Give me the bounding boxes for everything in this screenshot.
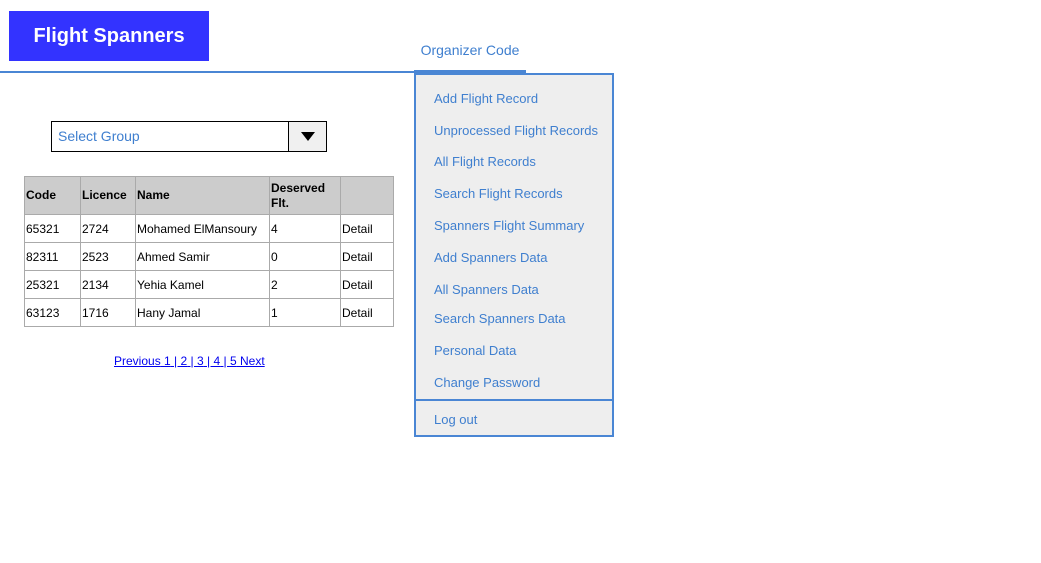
- table-row: 82311 2523 Ahmed Samir 0 Detail: [24, 242, 394, 271]
- cell-deserved-flt: 4: [269, 214, 341, 243]
- pagination-page-link[interactable]: 5: [229, 354, 237, 368]
- pagination-page-link[interactable]: 2: [180, 354, 188, 368]
- cell-code: 65321: [24, 214, 81, 243]
- spanners-table: Code Licence Name Deserved Flt. 65321 27…: [24, 176, 394, 327]
- cell-code: 63123: [24, 298, 81, 327]
- chevron-down-icon: [301, 132, 315, 141]
- menu-item-search-flight-records[interactable]: Search Flight Records: [434, 186, 563, 201]
- pagination-previous-link[interactable]: Previous: [114, 354, 161, 368]
- cell-name: Ahmed Samir: [135, 242, 270, 271]
- column-header-deserved-flt: Deserved Flt.: [269, 176, 341, 215]
- pagination-next-link[interactable]: Next: [240, 354, 265, 368]
- menu-item-add-spanners-data[interactable]: Add Spanners Data: [434, 250, 548, 265]
- pagination-page-link[interactable]: 1: [164, 354, 171, 368]
- menu-item-all-flight-records[interactable]: All Flight Records: [434, 154, 536, 169]
- cell-licence: 2134: [80, 270, 136, 299]
- cell-code: 25321: [24, 270, 81, 299]
- organizer-menu: Add Flight Record Unprocessed Flight Rec…: [414, 73, 614, 437]
- detail-link[interactable]: Detail: [340, 242, 394, 271]
- cell-name: Hany Jamal: [135, 298, 270, 327]
- app-logo[interactable]: Flight Spanners: [9, 11, 209, 61]
- menu-divider: [416, 399, 612, 401]
- cell-name: Mohamed ElMansoury: [135, 214, 270, 243]
- cell-deserved-flt: 2: [269, 270, 341, 299]
- cell-licence: 2724: [80, 214, 136, 243]
- group-select[interactable]: Select Group: [51, 121, 327, 152]
- group-select-button[interactable]: [288, 122, 326, 151]
- cell-licence: 1716: [80, 298, 136, 327]
- detail-link[interactable]: Detail: [340, 298, 394, 327]
- menu-item-all-spanners-data[interactable]: All Spanners Data: [434, 282, 539, 297]
- detail-link[interactable]: Detail: [340, 214, 394, 243]
- menu-item-change-password[interactable]: Change Password: [434, 375, 541, 390]
- menu-item-unprocessed-flight-records[interactable]: Unprocessed Flight Records: [434, 123, 599, 138]
- cell-code: 82311: [24, 242, 81, 271]
- cell-name: Yehia Kamel: [135, 270, 270, 299]
- table-header-row: Code Licence Name Deserved Flt.: [24, 176, 394, 215]
- pagination: Previous 1 | 2 | 3 | 4 | 5 Next: [114, 354, 265, 368]
- menu-item-log-out[interactable]: Log out: [434, 412, 478, 427]
- header-divider: [0, 71, 414, 73]
- pagination-page-link[interactable]: 3: [197, 354, 204, 368]
- cell-deserved-flt: 0: [269, 242, 341, 271]
- column-header-name: Name: [135, 176, 270, 215]
- tab-organizer-code[interactable]: Organizer Code: [414, 38, 526, 73]
- detail-link[interactable]: Detail: [340, 270, 394, 299]
- menu-item-personal-data[interactable]: Personal Data: [434, 343, 517, 358]
- cell-licence: 2523: [80, 242, 136, 271]
- cell-deserved-flt: 1: [269, 298, 341, 327]
- menu-item-add-flight-record[interactable]: Add Flight Record: [434, 91, 539, 106]
- group-select-value: Select Group: [58, 128, 140, 144]
- table-row: 65321 2724 Mohamed ElMansoury 4 Detail: [24, 214, 394, 243]
- menu-item-spanners-flight-summary[interactable]: Spanners Flight Summary: [434, 218, 585, 233]
- menu-item-search-spanners-data[interactable]: Search Spanners Data: [434, 311, 566, 326]
- column-header-licence: Licence: [80, 176, 136, 215]
- table-row: 25321 2134 Yehia Kamel 2 Detail: [24, 270, 394, 299]
- table-row: 63123 1716 Hany Jamal 1 Detail: [24, 298, 394, 327]
- pagination-page-link[interactable]: 4: [213, 354, 221, 368]
- column-header-action: [340, 176, 394, 215]
- column-header-code: Code: [24, 176, 81, 215]
